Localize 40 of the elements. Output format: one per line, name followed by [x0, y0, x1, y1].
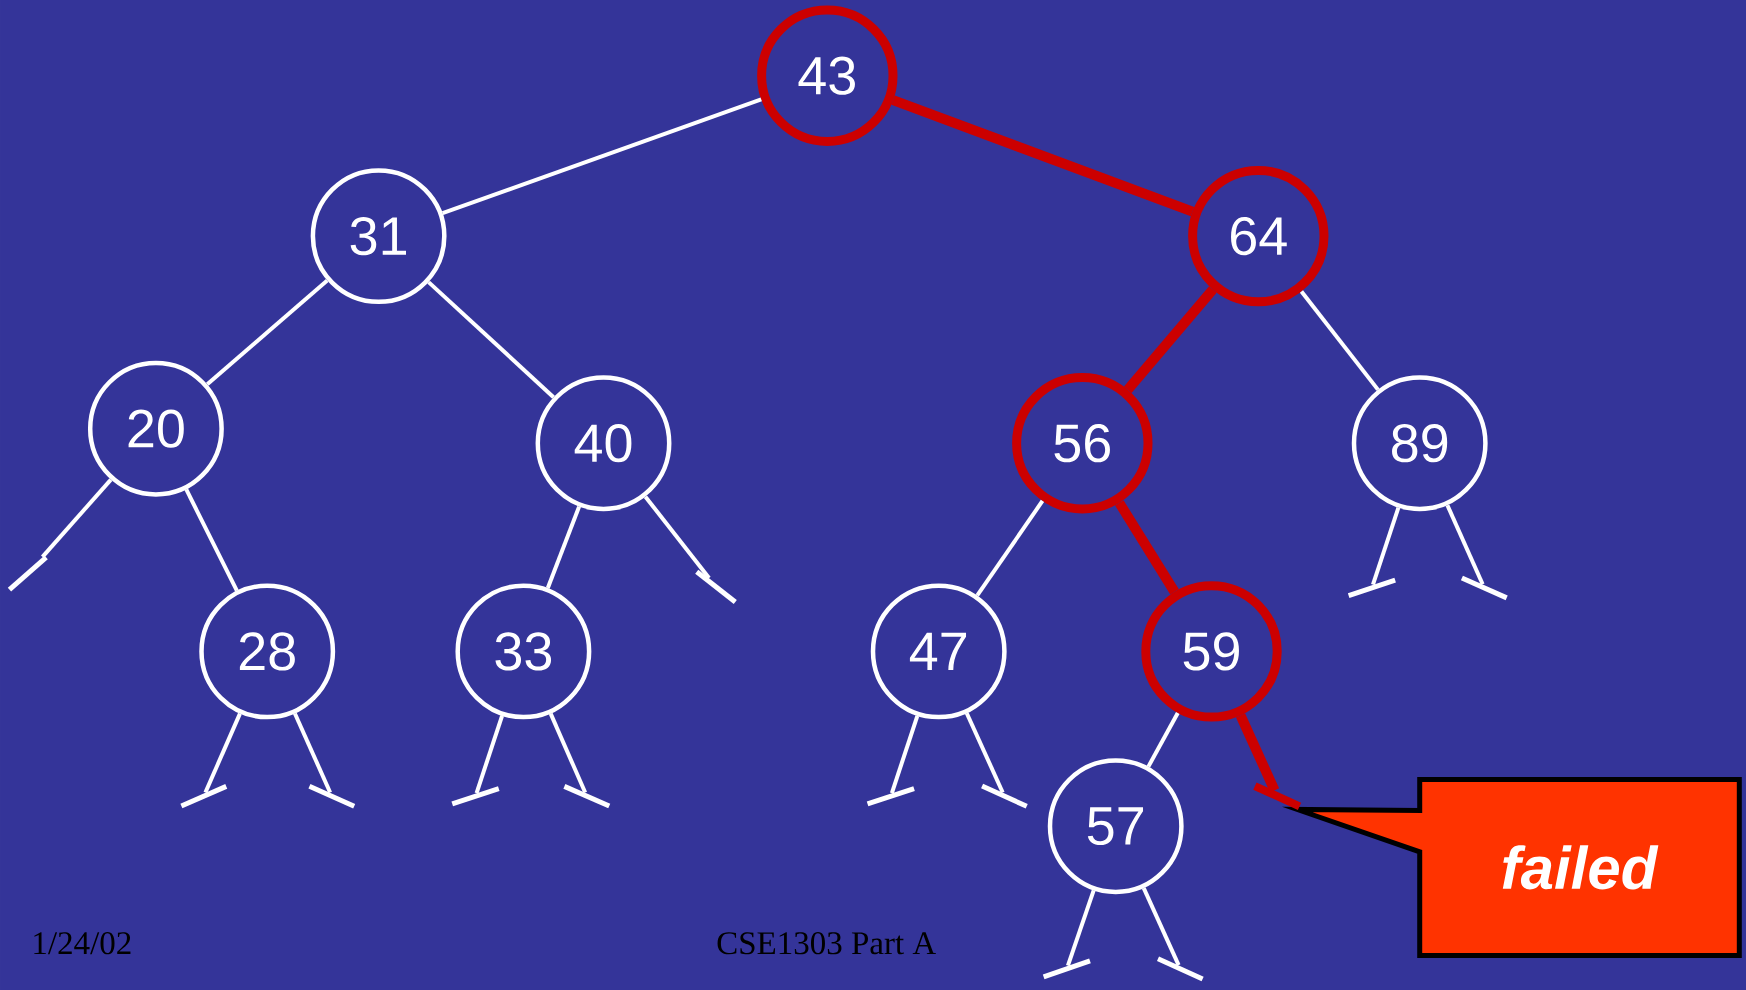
null-pointer-bar [1253, 782, 1302, 810]
tree-edge [1299, 290, 1380, 391]
tree-edge [1141, 887, 1181, 966]
tree-edge [889, 715, 920, 794]
null-pointer-bar [1347, 577, 1396, 598]
tree-edge [293, 712, 332, 794]
tree-edge [1115, 500, 1179, 595]
null-pointer-bar [7, 555, 48, 592]
tree-edge [643, 495, 711, 580]
callout-box: failed [1282, 777, 1742, 958]
tree-edge [1235, 713, 1280, 793]
tree-edge [203, 712, 242, 794]
tree-edge [1066, 889, 1096, 967]
tree-edge [441, 97, 762, 216]
null-pointer-bar [308, 783, 356, 809]
tree-edge [206, 279, 329, 386]
tree-edge [427, 280, 555, 399]
tree-edge [184, 488, 239, 592]
null-pointer-bar [563, 784, 611, 809]
null-pointer-bar [451, 786, 500, 807]
null-pointer-bar [981, 783, 1028, 809]
null-pointer-bar [1156, 956, 1204, 982]
tree-edge [474, 715, 504, 794]
tree-edge [1445, 504, 1485, 586]
null-pointer-bar [1460, 575, 1508, 601]
tree-edge [545, 505, 581, 589]
tree-edge [1123, 286, 1217, 393]
tree-edge [548, 712, 588, 794]
null-pointer-bar [866, 786, 915, 807]
tree-edge [41, 478, 113, 559]
tree-edge [975, 499, 1045, 597]
null-pointer-bar [695, 569, 737, 604]
tree-edge [891, 95, 1195, 217]
tree-edge [964, 712, 1005, 794]
footer-text: CSE1303 Part A [717, 932, 936, 955]
footer-text: 1/24/02 [34, 932, 131, 955]
null-pointer-bar [180, 784, 228, 809]
null-pointer-bar [1042, 958, 1091, 980]
tree-edge [1146, 712, 1180, 768]
tree-edge [1371, 507, 1401, 586]
